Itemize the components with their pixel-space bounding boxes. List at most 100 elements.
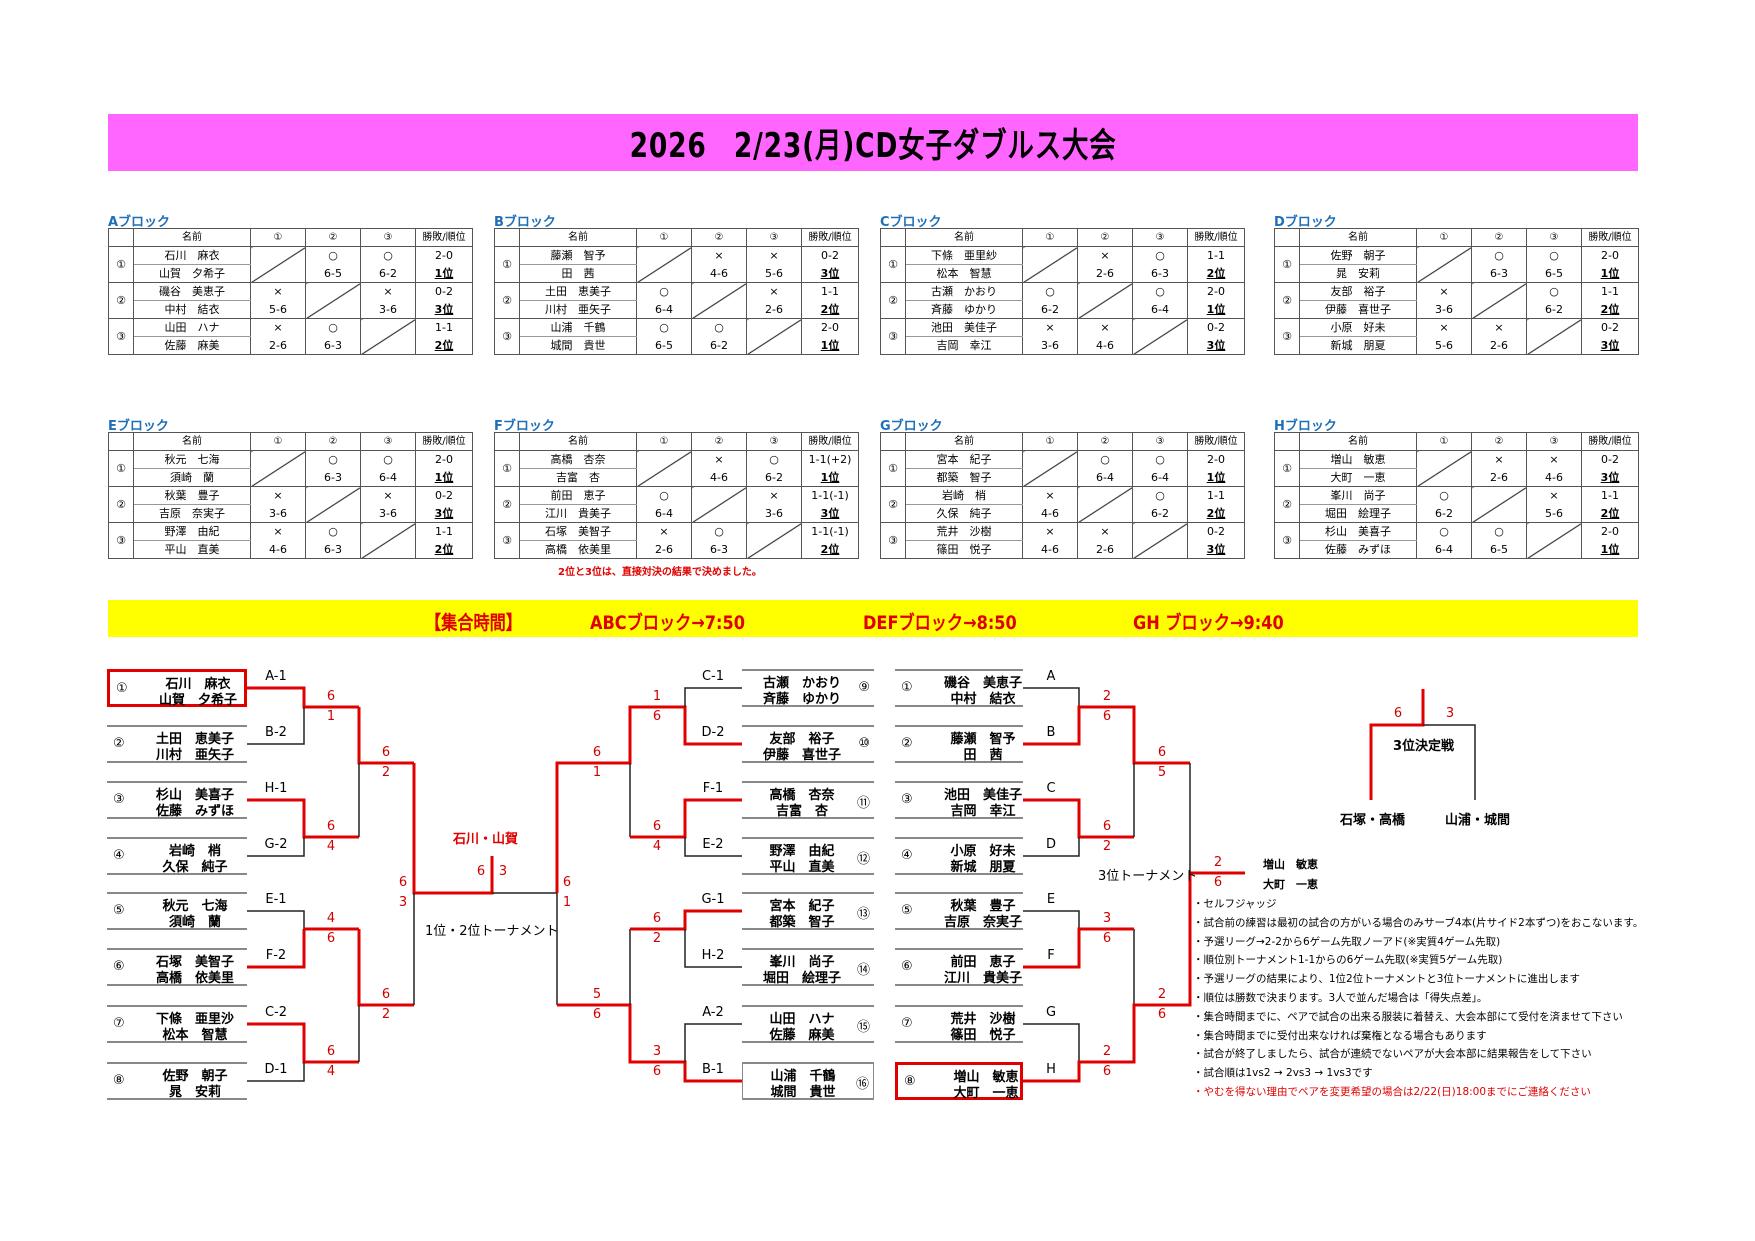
seed-number: ⑯ — [855, 1077, 869, 1092]
note-line: ・試合が終了しましたら、試合が連続でないペアが大会本部に結果報告をして下さい — [1193, 1048, 1592, 1061]
match-score: 6 — [326, 689, 336, 704]
match-score: 6 — [1102, 1064, 1112, 1079]
seed-label: A — [1046, 669, 1056, 684]
block-label: Dブロック — [1274, 215, 1337, 230]
player-name: 吉原 奈実子 — [133, 504, 251, 523]
win-loss-record: 1-1 — [415, 318, 473, 337]
rank: 2位 — [1581, 504, 1639, 523]
player-name: 秋元 七海 — [133, 450, 251, 469]
seed-label: B-1 — [702, 1062, 724, 1077]
assembly-def: DEFブロック→8:50 — [863, 612, 1017, 634]
seed-number: ② — [113, 736, 125, 751]
third-place-score: 6 — [1393, 706, 1403, 721]
match-score: 6 — [326, 931, 336, 946]
seed-label: G-2 — [264, 837, 288, 852]
match-score: 2 — [381, 765, 391, 780]
match-score: 6 — [652, 1064, 662, 1079]
player-name: 土田 恵美子 — [155, 732, 234, 747]
rank: 2位 — [415, 336, 473, 355]
match-score: 6 — [592, 745, 602, 760]
diagonal-cell — [305, 486, 361, 523]
player-name: 岩崎 梢 — [168, 844, 221, 859]
match-score: 6 — [326, 1044, 336, 1059]
player-name: 下條 亜里沙 — [155, 1012, 234, 1027]
result-score: 5-6 — [1416, 336, 1472, 355]
match-score: 6 — [1157, 745, 1167, 760]
main-bracket-title: 1位・2位トーナメント — [425, 924, 559, 939]
player-name: 山賀 夕希子 — [158, 693, 237, 708]
win-loss-record: 2-0 — [415, 450, 473, 469]
rank: 2位 — [415, 540, 473, 559]
player-name: 古瀬 かおり — [762, 676, 841, 691]
player-name: 杉山 美喜子 — [155, 788, 234, 803]
match-score: 6 — [652, 911, 662, 926]
player-name: 石塚 美智子 — [519, 522, 637, 541]
player-name: 川村 亜矢子 — [519, 300, 637, 319]
note-line: ・順位別トーナメント1-1からの6ゲーム先取(※実質5ゲーム先取) — [1193, 954, 1503, 967]
seed-number: ⑦ — [901, 1016, 913, 1031]
seed-number: ① — [901, 680, 913, 695]
player-name: 秋葉 豊子 — [950, 899, 1016, 914]
seed-number: ⑭ — [856, 963, 870, 978]
note-line: ・順位は勝数で決まります。3人で並んだ場合は「得失点差」。 — [1193, 992, 1488, 1004]
seed-label: E-2 — [702, 837, 724, 852]
note-line: ・集合時間までに、ペアで試合の出来る服装に着替え、大会本部にて受付を済ませて下さ… — [1193, 1010, 1623, 1023]
seed-label: D-2 — [701, 725, 725, 740]
result-score: 6-3 — [305, 468, 361, 487]
match-score: 2 — [1102, 689, 1112, 704]
team-number: ② — [494, 282, 520, 319]
block-label: Eブロック — [108, 419, 169, 434]
match-score: 6 — [1213, 875, 1223, 890]
player-name: 新城 朋夏 — [950, 860, 1016, 875]
block-label: Hブロック — [1274, 419, 1337, 434]
block-label: Fブロック — [494, 419, 555, 434]
team-number: ① — [108, 450, 134, 487]
player-name: 佐野 朝子 — [162, 1069, 228, 1084]
team-number: ① — [494, 450, 520, 487]
block-label: Bブロック — [494, 215, 556, 230]
seed-number: ⑤ — [901, 903, 913, 918]
team-number: ① — [108, 246, 134, 283]
match-score: 3 — [398, 895, 408, 910]
third-bracket-winner-p2: 大町 一恵 — [1263, 878, 1318, 891]
player-name: 須崎 蘭 — [133, 468, 251, 487]
seed-label: C-2 — [264, 1005, 288, 1020]
player-name: 平山 直美 — [133, 540, 251, 559]
note-line: ・セルフジャッジ — [1193, 898, 1277, 910]
win-loss-record: 0-2 — [1187, 318, 1245, 337]
seed-label: F-1 — [702, 781, 724, 796]
team-number: ③ — [1274, 318, 1300, 355]
rank: 3位 — [1581, 468, 1639, 487]
match-score: 4 — [326, 1064, 336, 1079]
seed-label: D-1 — [264, 1062, 288, 1077]
player-name: 山浦 千鶴 — [770, 1069, 836, 1084]
seed-label: A-1 — [265, 669, 287, 684]
diagonal-cell — [1471, 282, 1527, 319]
player-name: 磯谷 美恵子 — [943, 676, 1022, 691]
player-name: 藤瀬 智予 — [519, 246, 637, 265]
player-name: 須崎 蘭 — [168, 915, 221, 930]
seed-number: ⑥ — [901, 959, 913, 974]
